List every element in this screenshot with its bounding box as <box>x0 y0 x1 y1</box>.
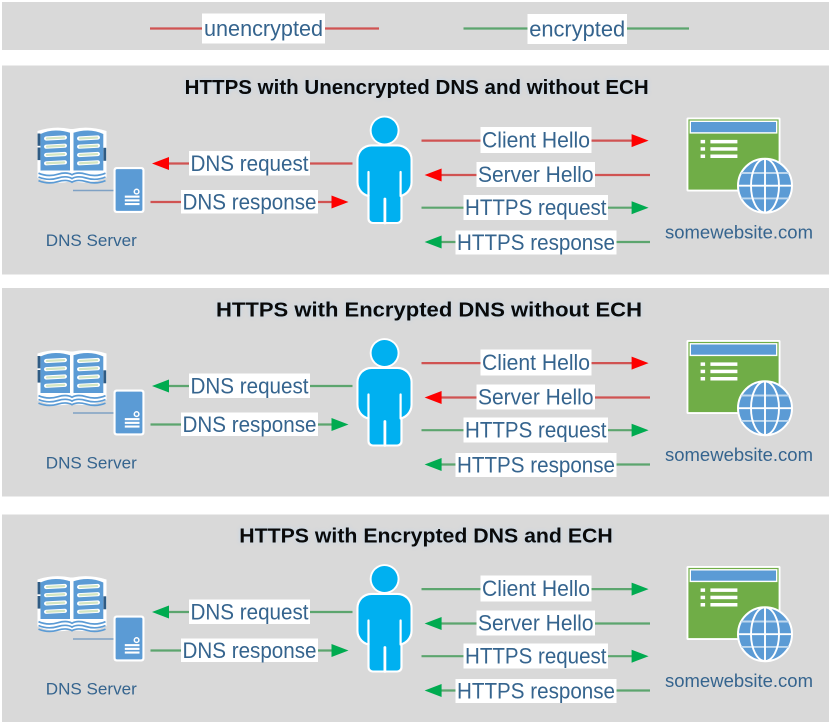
svg-text:HTTPS request: HTTPS request <box>465 195 607 220</box>
svg-text:Client Hello: Client Hello <box>482 128 590 153</box>
svg-text:DNS request: DNS request <box>191 151 309 176</box>
svg-text:HTTPS with Encrypted DNS and E: HTTPS with Encrypted DNS and ECH <box>239 525 613 547</box>
svg-text:DNS response: DNS response <box>183 638 317 663</box>
svg-text:DNS response: DNS response <box>183 412 317 437</box>
svg-text:HTTPS response: HTTPS response <box>457 679 615 704</box>
svg-text:HTTPS response: HTTPS response <box>457 453 615 478</box>
svg-text:HTTPS request: HTTPS request <box>465 644 607 669</box>
svg-text:DNS response: DNS response <box>183 189 317 214</box>
svg-text:Server Hello: Server Hello <box>478 611 594 636</box>
svg-text:Server Hello: Server Hello <box>478 385 594 410</box>
svg-text:Client Hello: Client Hello <box>482 350 590 375</box>
svg-text:DNS request: DNS request <box>191 373 309 398</box>
svg-text:unencrypted: unencrypted <box>204 16 323 41</box>
svg-text:HTTPS request: HTTPS request <box>465 418 607 443</box>
svg-text:Client Hello: Client Hello <box>482 576 590 601</box>
svg-text:HTTPS response: HTTPS response <box>457 230 615 255</box>
svg-text:DNS request: DNS request <box>191 599 309 624</box>
svg-text:Server Hello: Server Hello <box>478 162 594 187</box>
svg-text:HTTPS with Unencrypted DNS and: HTTPS with Unencrypted DNS and without E… <box>185 77 649 99</box>
svg-text:HTTPS with Encrypted DNS witho: HTTPS with Encrypted DNS without ECH <box>216 299 642 321</box>
svg-text:encrypted: encrypted <box>529 17 625 42</box>
